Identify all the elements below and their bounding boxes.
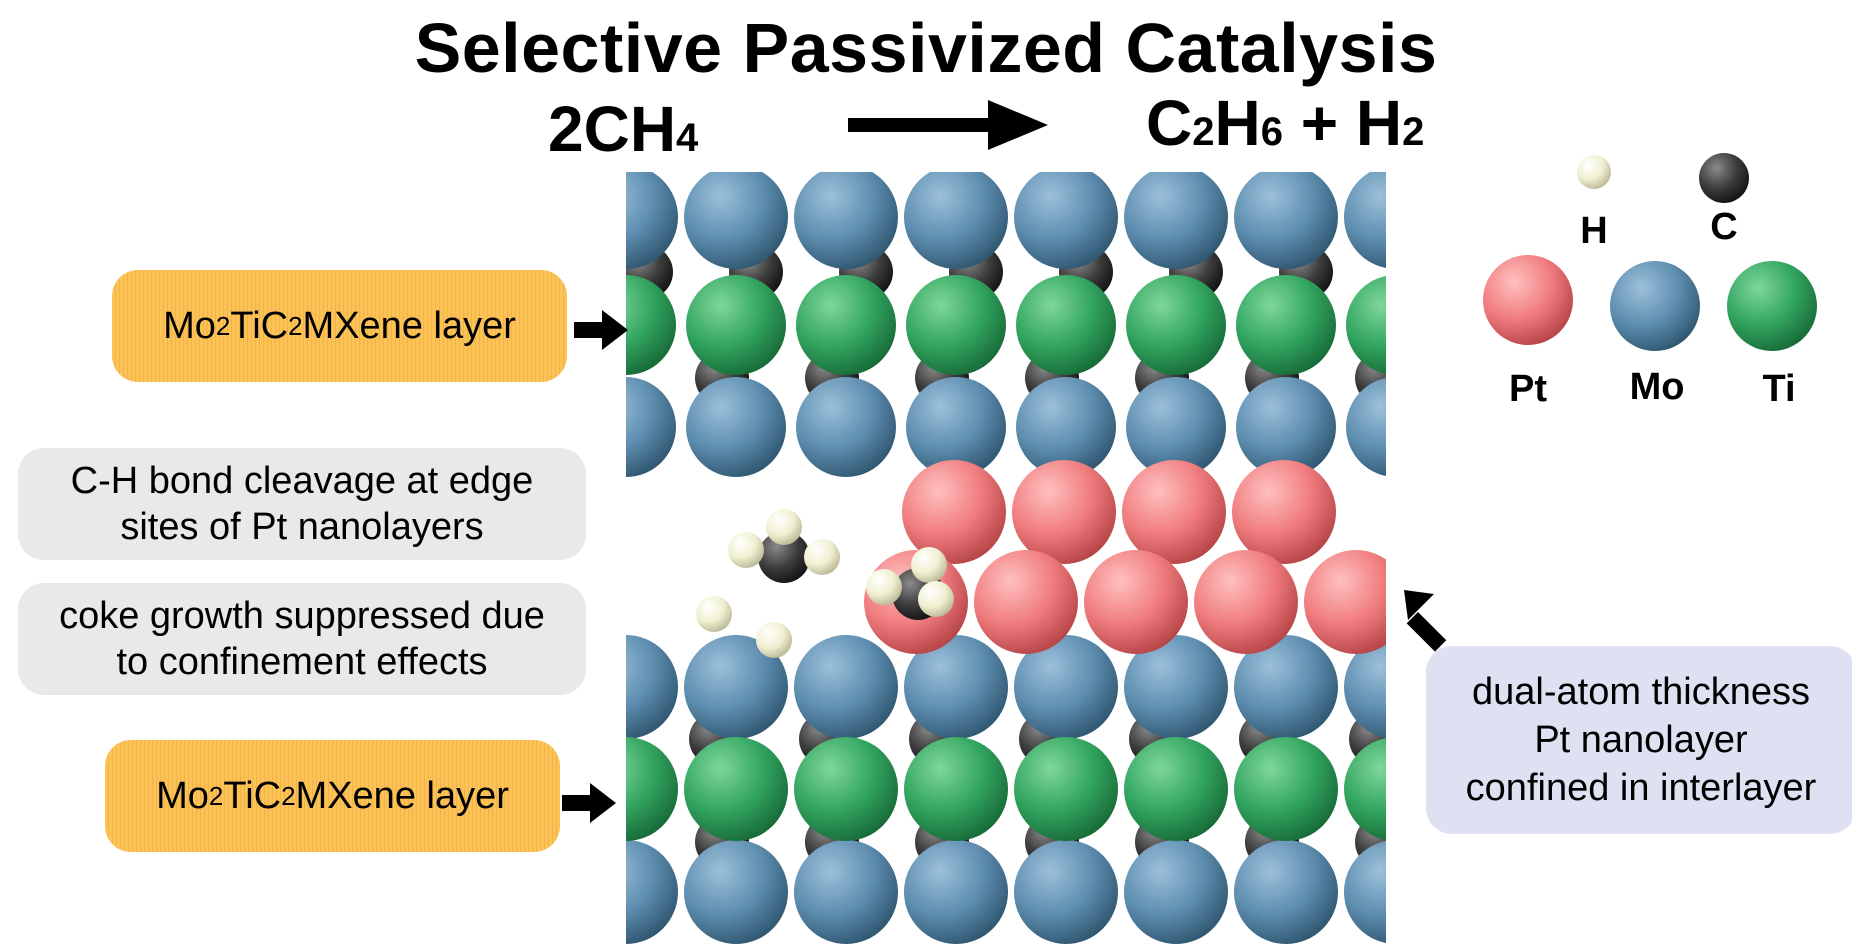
h-atom	[756, 622, 792, 658]
pt-layer-line1: dual-atom thickness	[1472, 671, 1810, 713]
mo-atom	[1234, 172, 1338, 269]
ti-atom	[796, 275, 896, 375]
ti-atom	[906, 275, 1006, 375]
mo-atom	[626, 840, 678, 944]
coke-line2: to confinement effects	[116, 641, 488, 683]
mo-atom	[906, 377, 1006, 477]
ti-atom	[904, 737, 1008, 841]
mo-atom	[1124, 635, 1228, 739]
pt-nanolayer-note: dual-atom thickness Pt nanolayer confine…	[1426, 646, 1852, 834]
h-atom	[804, 539, 840, 575]
legend-label-ti: Ti	[1762, 368, 1796, 410]
ti-atom	[1344, 737, 1386, 841]
mo-atom	[1124, 172, 1228, 269]
mo-atom	[684, 840, 788, 944]
mo-atom	[1014, 840, 1118, 944]
ti-atom	[1234, 737, 1338, 841]
mo-atom	[626, 635, 678, 739]
mo-atom	[1344, 840, 1386, 944]
mo-atom	[1346, 378, 1386, 476]
mo-atom	[794, 840, 898, 944]
mo-atom	[1344, 635, 1386, 739]
mo-atom	[1124, 840, 1228, 944]
h-atom	[918, 581, 954, 617]
pt-atom	[1232, 460, 1336, 564]
ti-atom	[1016, 275, 1116, 375]
arrow-right-icon	[574, 310, 628, 350]
ch-cleavage-note: C-H bond cleavage at edge sites of Pt na…	[18, 448, 586, 560]
arrow-up-left-icon	[1404, 590, 1447, 652]
ti-atom	[1126, 275, 1226, 375]
c-atom	[758, 531, 810, 583]
legend-label-pt: Pt	[1509, 368, 1547, 410]
ti-atom	[1346, 276, 1386, 374]
titanium-atom-icon	[1727, 261, 1817, 351]
mo-atom	[684, 635, 788, 739]
ti-atom	[686, 275, 786, 375]
mo-atom	[1014, 635, 1118, 739]
h-atom	[766, 509, 802, 545]
mo-atom	[796, 377, 896, 477]
diagram-title: Selective Passivized Catalysis	[414, 9, 1438, 87]
mo-atom	[684, 172, 788, 269]
mo-atom	[904, 172, 1008, 269]
h-atom	[696, 596, 732, 632]
molybdenum-atom-icon	[1610, 261, 1700, 351]
pt-layer-line2: Pt nanolayer	[1534, 719, 1748, 761]
pt-atom	[1012, 460, 1116, 564]
product-formula: C2H6 + H2	[1146, 87, 1425, 159]
pt-atom	[1122, 460, 1226, 564]
ch-cleavage-line1: C-H bond cleavage at edge	[70, 460, 534, 502]
ti-atom	[1124, 737, 1228, 841]
carbon-atom-icon	[1699, 153, 1749, 203]
ti-atom	[626, 275, 676, 375]
legend-label-mo: Mo	[1629, 366, 1685, 408]
mo-atom	[626, 172, 678, 269]
ch-cleavage-line2: sites of Pt nanolayers	[120, 506, 484, 548]
reaction-arrow-icon	[848, 100, 1048, 150]
h-atom	[728, 532, 764, 568]
pt-atom	[1194, 550, 1298, 654]
mo-atom	[904, 635, 1008, 739]
mo-atom	[1234, 635, 1338, 739]
ti-atom	[1236, 275, 1336, 375]
mo-atom	[626, 377, 676, 477]
mo-atom	[904, 840, 1008, 944]
mo-atom	[686, 377, 786, 477]
ti-atom	[794, 737, 898, 841]
ti-atom	[626, 737, 678, 841]
pt-atom	[974, 550, 1078, 654]
coke-suppression-note: coke growth suppressed due to confinemen…	[18, 583, 586, 695]
platinum-atom-icon	[1483, 255, 1573, 345]
mo-atom	[794, 635, 898, 739]
h-atom	[911, 547, 947, 583]
ti-atom	[1014, 737, 1118, 841]
ti-atom	[684, 737, 788, 841]
legend-label-h: H	[1580, 210, 1608, 252]
mo-atom	[1016, 377, 1116, 477]
pt-atom	[902, 460, 1006, 564]
legend-label-c: C	[1710, 206, 1738, 248]
mo-atom	[1344, 172, 1386, 269]
mo-atom	[1234, 840, 1338, 944]
pt-layer-line3: confined in interlayer	[1465, 767, 1817, 809]
h-atom	[866, 569, 902, 605]
reactant-formula: 2CH4	[548, 93, 699, 165]
mo-atom	[794, 172, 898, 269]
atomic-lattice	[626, 172, 1386, 944]
pt-atom	[1084, 550, 1188, 654]
hydrogen-atom-icon	[1577, 155, 1611, 189]
arrow-right-icon	[562, 783, 616, 823]
pt-atom	[1304, 550, 1386, 654]
mo-atom	[1236, 377, 1336, 477]
coke-line1: coke growth suppressed due	[59, 595, 545, 637]
mo-atom	[1014, 172, 1118, 269]
mo-atom	[1126, 377, 1226, 477]
